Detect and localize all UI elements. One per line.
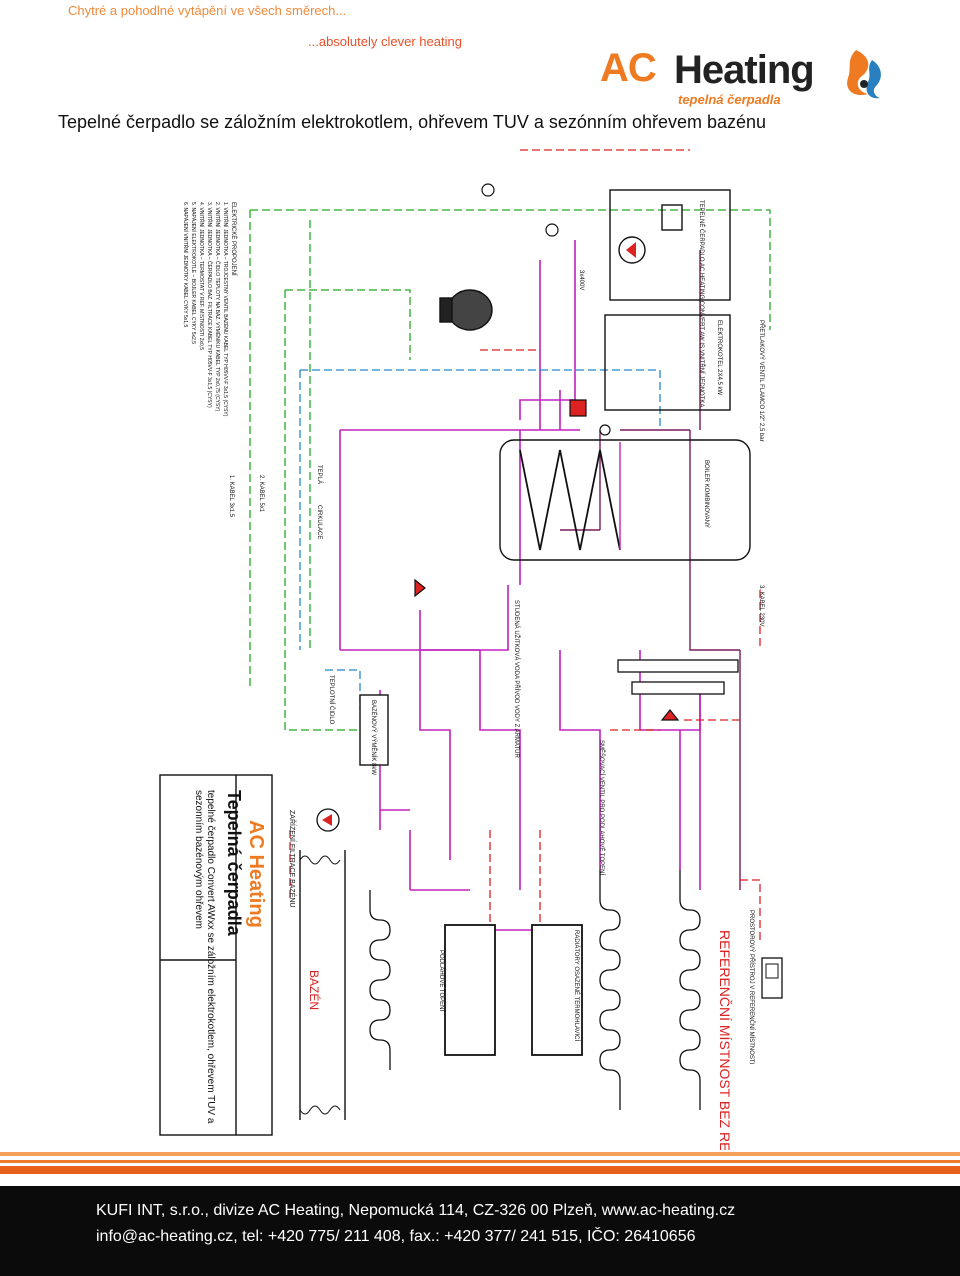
footer-contact: info@ac-heating.cz, tel: +420 775/ 211 4…: [96, 1228, 696, 1245]
tepla-label: TEPLÁ: [316, 465, 323, 484]
floor-heating-loops: [369, 870, 701, 1110]
boiler-label: BOILER KOMBINOVANÝ: [703, 460, 710, 528]
cable-1-label: 1. KABEL 3x1,5: [228, 475, 234, 518]
radiators-valves-label: RADIÁTORY OSAZENÉ TERMOHLAVICÍ: [573, 930, 580, 1041]
mains-label: 3x400V: [578, 270, 584, 290]
room-sensor-label: PROSTOROVÝ PŘÍSTROJ V REFERENČNÍ MÍSTNOS…: [748, 910, 756, 1065]
electric-boiler-label: ELEKTROKOTEL 2X4,5 kW: [716, 320, 722, 395]
pool-exchanger-label: BAZÉNOVÝ VÝMĚNÍK 8kW: [370, 700, 378, 775]
legend: 1. VNITŘNÍ JEDNOTKA – TROJCESTNÝ VENTIL …: [182, 202, 230, 417]
title-block-product: Tepelná čerpadla: [224, 790, 244, 937]
logo-ac-text: AC: [600, 46, 657, 90]
pool-sensor-label: TEPLOTNÍ ČIDLO: [328, 675, 335, 725]
collection-manifold: [631, 681, 725, 695]
heating-schematic: AC Heating Tepelná čerpadla tepelné čerp…: [159, 149, 783, 1150]
cable-green: [249, 209, 771, 731]
logo-heating-text: Heating: [674, 48, 815, 92]
electric-boiler: [604, 314, 731, 411]
legend-line-5: 5. NAPÁJENÍ ELEKTROKOTLE – BOJLER KABEL …: [190, 202, 197, 344]
legend-line-3: 3. VNITŘNÍ JEDNOTKA – ČERPADLO BAZ. FILT…: [206, 202, 214, 408]
pool-pump-icon: [316, 808, 340, 832]
safety-valve-label: PŘETLAKOVÝ VENTIL FLAMCO 1/2" 2,5 bar: [758, 320, 766, 442]
footer-stripe-mid: [0, 1160, 960, 1163]
cirkulace-label: CIRKULACE: [316, 505, 322, 539]
legend-line-4: 4. VNITŘNÍ JEDNOTKA – TERMOSTAT V REF. M…: [198, 202, 206, 350]
legend-line-6: 6. NAPÁJENÍ VNITŘNÍ JEDNOTKY KABEL CYKY …: [182, 202, 190, 327]
floor-heating-label: PODLAHOVÉ TOPENÍ: [438, 950, 445, 1011]
combined-tank: [499, 439, 751, 561]
valves: [414, 183, 680, 721]
legend-title: ELEKTRICKÉ PROPOJENÍ: [230, 202, 237, 276]
title-block-description-1: tepelné čerpadlo Convert AWxx se záložní…: [205, 790, 216, 1124]
cable-3-label: 3. KABEL 230V: [758, 585, 764, 626]
footer: KUFI INT, s.r.o., divize AC Heating, Nep…: [0, 1186, 960, 1276]
logo-subtitle: tepelná čerpadla: [678, 92, 781, 107]
reference-room-label: REFERENČNÍ MÍSTNOST BEZ REGULACE !!: [717, 930, 733, 1150]
legend-line-2: 2. VNITŘNÍ JEDNOTKA – ČIDLO TEPLOTY NA B…: [214, 202, 222, 412]
heat-pump-unit: [609, 189, 731, 301]
footer-stripe-bottom: [0, 1166, 960, 1174]
cable-2-label: 2. KABEL 5x1: [258, 475, 264, 513]
flame-logo-icon: [847, 50, 881, 99]
pipe-network-return: [560, 250, 741, 890]
pool-label: BAZÉN: [307, 970, 322, 1010]
radiator-group-reference: [531, 924, 583, 1056]
company-logo: AC Heating tepelná čerpadla: [600, 46, 890, 114]
distribution-manifold: [617, 659, 739, 673]
page-title: Tepelné čerpadlo se záložním elektrokotl…: [58, 112, 767, 132]
pipe-network-flow: [339, 240, 701, 990]
radiator-group-thermostatic: [444, 924, 496, 1056]
title-block-brand: AC Heating: [245, 820, 267, 928]
legend-line-1: 1. VNITŘNÍ JEDNOTKA – TROJCESTNÝ VENTIL …: [222, 202, 230, 417]
mixing-valve-label: SMĚŠOVACÍ VENTIL PRO PODLAHOVÉ TOPENÍ: [598, 740, 606, 875]
footer-stripe-top: [0, 1152, 960, 1156]
footer-address: KUFI INT, s.r.o., divize AC Heating, Nep…: [96, 1202, 736, 1219]
room-thermostat-icon: [761, 957, 783, 999]
title-block: [159, 774, 273, 1136]
pool: [299, 850, 346, 1120]
heat-pump-unit-label: TEPELNÉ ČERPADLO AC HEATING CONVERT AW I…: [698, 200, 706, 407]
expansion-vessel: [439, 289, 493, 331]
pool-filtration-label: ZAŘÍZENÍ FILTRACE BAZÉNU: [288, 810, 297, 908]
pool-exchanger: [359, 694, 389, 766]
cold-water-label: STUDENÁ UŽITKOVÁ VODA PŘÍVOD VODY Z ARMA…: [513, 600, 521, 758]
tagline-secondary: ...absolutely clever heating: [308, 34, 462, 49]
tagline-primary: Chytré a pohodlné vytápění ve všech směr…: [68, 3, 347, 18]
title-block-description-2: sezonním bazénovým ohřevem: [193, 790, 204, 929]
